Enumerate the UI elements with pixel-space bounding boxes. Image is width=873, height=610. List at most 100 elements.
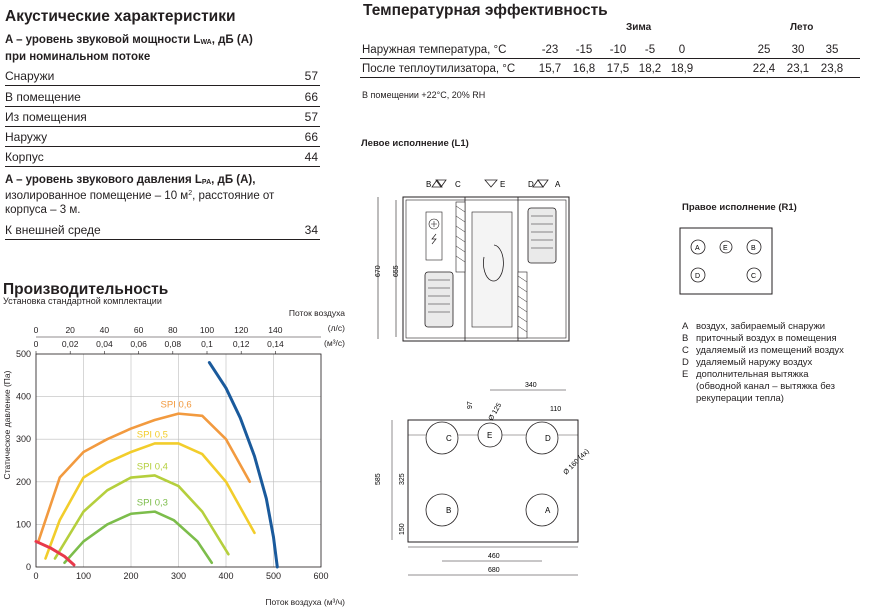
lightning-icon — [431, 233, 437, 245]
label-e: E — [500, 180, 505, 189]
series-line — [34, 539, 76, 567]
label-b: B — [426, 180, 431, 189]
acoustic-subtitle: A – уровень звуковой мощности LWA, дБ (A… — [5, 34, 253, 63]
plot-frame — [35, 353, 322, 568]
r1-port-b: B — [751, 245, 756, 252]
x-tick-label: 600 — [313, 571, 328, 581]
summer-header: Лето — [790, 22, 814, 33]
port-d: D — [545, 434, 551, 443]
top-tick-label-m3s: 0,02 — [62, 339, 79, 349]
x-tick-label: 400 — [218, 571, 233, 581]
r1-diagram: A E B D C — [679, 227, 773, 295]
port-c: C — [446, 434, 452, 443]
dim-125: Ø 125 — [488, 402, 504, 422]
acoustic-title: Акустические характеристики — [5, 8, 236, 25]
series-label: SPI 0,6 — [161, 400, 192, 411]
dim-670: 670 — [375, 265, 382, 277]
top-unit-m3s: (м³/с) — [324, 338, 345, 348]
series-label: SPI 0,3 — [137, 498, 168, 509]
arrow-up-icon — [431, 179, 443, 188]
plus-icon — [428, 218, 440, 230]
performance-chart: Статическое давление (Па) Поток воздуха … — [2, 308, 345, 607]
series-line — [44, 442, 256, 560]
series-label: SPI 0,4 — [137, 461, 168, 472]
y-axis-label: Статическое давление (Па) — [2, 370, 12, 479]
x-tick-label: 300 — [171, 571, 186, 581]
label-c: C — [455, 180, 461, 189]
y-tick-label: 300 — [16, 434, 31, 444]
x-axis-label: Поток воздуха (м³/ч) — [265, 597, 345, 607]
top-tick-label-ls: 100 — [200, 325, 214, 335]
series-line — [37, 412, 252, 543]
r1-port-c: C — [751, 273, 756, 280]
performance-title: Производительность — [3, 281, 169, 298]
arrow-down-icon — [435, 179, 447, 188]
dim-325: 325 — [399, 473, 406, 485]
top-tick-label-ls: 20 — [65, 325, 75, 335]
top-tick-label-ls: 80 — [168, 325, 178, 335]
pressure-desc: изолированное помещение – 10 м2, расстоя… — [5, 190, 275, 216]
top-tick-label-m3s: 0,08 — [165, 339, 182, 349]
dim-97: 97 — [467, 401, 474, 409]
y-tick-label: 100 — [16, 519, 31, 529]
top-tick-label-ls: 140 — [268, 325, 282, 335]
top-axis-label: Поток воздуха — [289, 308, 345, 318]
port-a: A — [545, 506, 551, 515]
top-tick-label-m3s: 0,12 — [233, 339, 250, 349]
y-tick-label: 500 — [16, 349, 31, 359]
x-tick-label: 100 — [76, 571, 91, 581]
rotation-arrow-icon — [483, 244, 504, 282]
dim-655: 655 — [393, 265, 400, 277]
y-tick-label: 0 — [26, 562, 31, 572]
label-d: D — [528, 180, 534, 189]
fan-icon — [527, 207, 557, 264]
arrow-down-icon — [537, 179, 549, 188]
winter-header: Зима — [626, 22, 652, 33]
dim-460: 460 — [488, 553, 500, 560]
left-version-title: Левое исполнение (L1) — [361, 138, 469, 149]
dim-110: 110 — [550, 406, 561, 413]
l1-front-diagram: B C E D A 670 655 — [375, 179, 570, 342]
top-tick-label-m3s: 0,1 — [201, 339, 213, 349]
series-line — [207, 361, 279, 569]
port-b: B — [446, 506, 451, 515]
series-label: SPI 0,5 — [137, 429, 168, 440]
right-version-title: Правое исполнение (R1) — [682, 202, 797, 213]
l1-top-diagram: 340 110 97 Ø 125 Ø 160 (4x) 585 325 150 … — [375, 382, 591, 576]
y-tick-label: 400 — [16, 392, 31, 402]
dim-160: Ø 160 (4x) — [562, 448, 590, 476]
temp-row-after: После теплоутилизатора, °C 15,7 16,8 17,… — [360, 59, 860, 78]
top-tick-label-m3s: 0,06 — [130, 339, 147, 349]
y-tick-label: 200 — [16, 477, 31, 487]
top-tick-label-m3s: 0,04 — [96, 339, 113, 349]
top-tick-label-m3s: 0,14 — [267, 339, 284, 349]
r1-port-e: E — [723, 245, 728, 252]
r1-port-d: D — [695, 273, 700, 280]
temp-row-outdoor: Наружная температура, °C -23 -15 -10 -5 … — [360, 40, 860, 59]
dim-585: 585 — [375, 473, 382, 485]
dim-150: 150 — [399, 523, 406, 535]
top-tick-label-ls: 60 — [134, 325, 144, 335]
top-tick-label-ls: 40 — [100, 325, 110, 335]
arrow-down-icon — [484, 179, 498, 188]
top-tick-label-ls: 0 — [34, 325, 39, 335]
series-line — [53, 474, 230, 560]
series-line — [63, 510, 214, 565]
x-tick-label: 500 — [266, 571, 281, 581]
fan-icon — [424, 271, 454, 328]
label-a: A — [555, 180, 561, 189]
dim-340: 340 — [525, 382, 537, 389]
top-tick-label-ls: 120 — [234, 325, 248, 335]
port-e: E — [487, 431, 492, 440]
x-tick-label: 0 — [33, 571, 38, 581]
pressure-subtitle: A – уровень звукового давления LPA, дБ (… — [5, 174, 256, 186]
temperature-title: Температурная эффективность — [363, 2, 608, 19]
temperature-note: В помещении +22°C, 20% RH — [362, 90, 486, 100]
x-tick-label: 200 — [123, 571, 138, 581]
